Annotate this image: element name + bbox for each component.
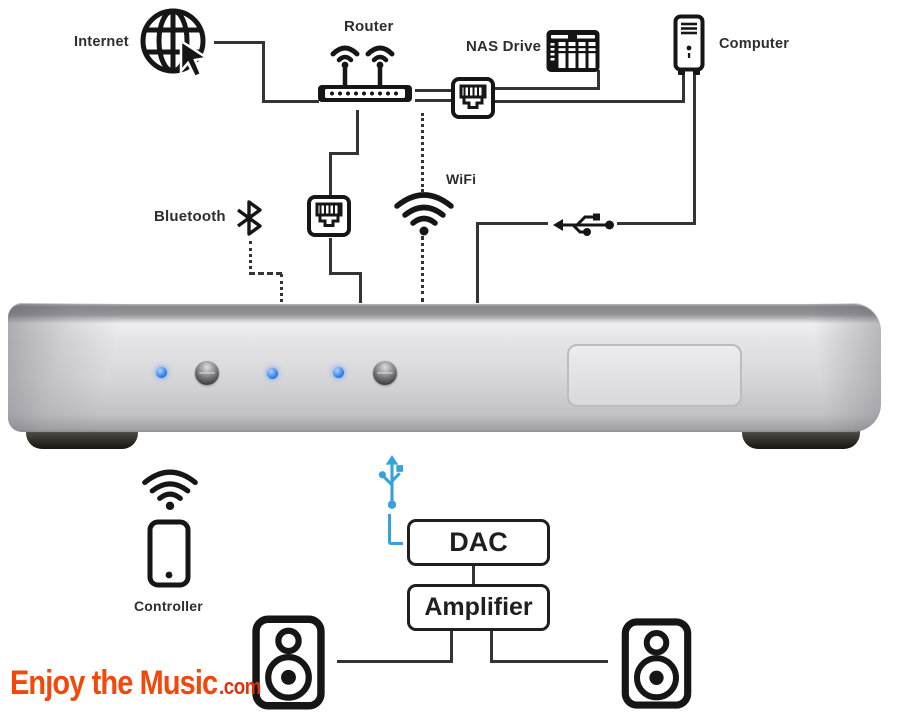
site-logo: Enjoy the Music .com — [10, 664, 261, 703]
ethernet-jack-lower-icon — [307, 195, 351, 237]
device-led-3 — [333, 367, 344, 378]
dac-label: DAC — [449, 527, 508, 557]
left-speaker-icon — [252, 615, 325, 710]
dac-box: DAC — [407, 519, 550, 566]
computer-label: Computer — [719, 36, 790, 52]
line-jack2-device-v2 — [359, 272, 362, 304]
line-usb-device-v — [476, 222, 479, 304]
line-router-jack-eq2 — [415, 99, 451, 102]
line-wifi-dotted-top — [421, 113, 424, 192]
phone-icon — [147, 519, 191, 588]
line-amp-left-h — [337, 660, 453, 663]
device-button-2[interactable] — [373, 361, 397, 385]
right-speaker-icon — [621, 618, 692, 709]
router-label: Router — [344, 18, 394, 35]
amplifier-label: Amplifier — [424, 593, 533, 621]
line-jack2-device-h — [329, 272, 362, 275]
line-internet-router-h1 — [214, 41, 264, 44]
device-right-shade — [796, 303, 881, 432]
logo-suffix-text: .com — [218, 674, 261, 699]
line-router-jack2-v1 — [356, 110, 359, 155]
line-wifi-dotted-bottom — [421, 236, 424, 302]
bluetooth-icon — [237, 200, 262, 236]
bluetooth-label: Bluetooth — [154, 208, 226, 225]
line-router-jack-eq1 — [415, 89, 451, 92]
wifi-icon — [394, 192, 454, 236]
wifi-label: WiFi — [446, 171, 477, 187]
device-button-1[interactable] — [195, 361, 219, 385]
line-internet-router-h2 — [262, 100, 319, 103]
device-led-1 — [156, 367, 167, 378]
amplifier-box: Amplifier — [407, 584, 550, 631]
line-router-jack2-v2 — [329, 152, 332, 195]
usb-cable-connector — [388, 514, 403, 545]
line-jack-computer-h — [495, 100, 685, 103]
line-jack-nas-v — [597, 70, 600, 90]
line-amp-left-v — [450, 625, 453, 663]
line-amp-right-h — [490, 660, 608, 663]
usb-icon — [553, 213, 614, 236]
device-led-2 — [267, 368, 278, 379]
computer-tower-icon — [673, 14, 705, 75]
line-bluetooth-dashed-h — [249, 272, 282, 275]
line-internet-router-v — [262, 41, 265, 103]
line-dac-amp — [472, 560, 475, 585]
line-jack-computer-v — [682, 73, 685, 103]
line-bluetooth-dotted-v2 — [280, 274, 283, 302]
streamer-device — [8, 303, 881, 432]
internet-label: Internet — [74, 34, 129, 50]
nas-label: NAS Drive — [466, 38, 542, 55]
line-jack-nas-h — [495, 87, 600, 90]
device-left-facet — [8, 303, 123, 432]
logo-main-text: Enjoy the Music — [10, 664, 218, 702]
nas-icon — [546, 30, 600, 72]
globe-cursor-icon — [140, 8, 211, 79]
line-computer-usb-h — [617, 222, 696, 225]
ethernet-jack-upper-icon — [451, 77, 495, 119]
router-icon — [318, 45, 412, 102]
line-usb-device-h — [476, 222, 548, 225]
device-display-window — [567, 344, 742, 407]
usb-blue-icon — [378, 454, 404, 509]
controller-label: Controller — [134, 598, 203, 614]
line-computer-usb-v — [693, 73, 696, 225]
line-bluetooth-dotted-v1 — [249, 241, 252, 275]
controller-wifi-icon — [142, 469, 198, 511]
line-jack2-device-v1 — [329, 238, 332, 275]
line-router-jack2-h — [329, 152, 359, 155]
line-amp-right-v — [490, 625, 493, 663]
